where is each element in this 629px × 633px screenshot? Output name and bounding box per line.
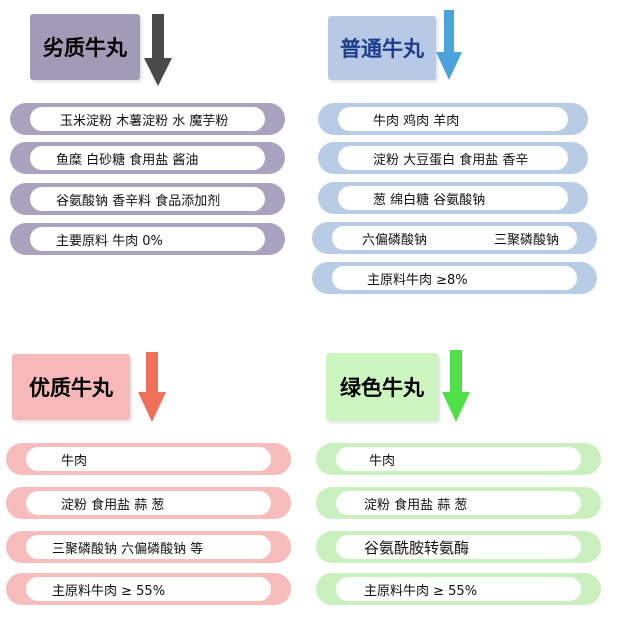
ingredient-pill: 谷氨酰胺转氨酶 bbox=[316, 531, 601, 563]
panel-title: 绿色牛丸 bbox=[340, 376, 424, 400]
ingredient-text: 主原料牛肉 ≥8% bbox=[367, 272, 468, 288]
ingredient-text: 淀粉 食用盐 蒜 葱 bbox=[364, 497, 468, 513]
ingredient-text: 六偏磷酸钠 bbox=[362, 232, 428, 248]
ingredient-text: 淀粉 大豆蛋白 食用盐 香辛 bbox=[373, 152, 529, 168]
ingredient-pill: 谷氨酸钠 香辛料 食品添加剂 bbox=[10, 183, 285, 215]
down-arrow-icon bbox=[138, 352, 166, 422]
ingredient-pill: 淀粉 大豆蛋白 食用盐 香辛 bbox=[318, 142, 588, 174]
ingredient-text: 主原料牛肉 ≥ 55% bbox=[364, 583, 478, 599]
panel-title-box: 普通牛丸 bbox=[328, 16, 436, 80]
ingredient-pill: 牛肉 bbox=[6, 443, 291, 475]
ingredient-pill: 主要原料 牛肉 0% bbox=[10, 223, 285, 255]
down-arrow-icon bbox=[144, 14, 172, 86]
panel-title: 优质牛丸 bbox=[29, 376, 113, 400]
ingredient-text: 玉米淀粉 木薯淀粉 水 魔芋粉 bbox=[60, 113, 229, 129]
ingredient-pill: 牛肉 bbox=[316, 443, 601, 475]
ingredient-pill: 玉米淀粉 木薯淀粉 水 魔芋粉 bbox=[10, 103, 285, 135]
ingredient-text: 谷氨酰胺转氨酶 bbox=[364, 538, 470, 557]
ingredient-pill: 六偏磷酸钠 三聚磷酸钠 bbox=[312, 222, 597, 254]
ingredient-text: 牛肉 bbox=[61, 453, 88, 469]
panel-title-box: 优质牛丸 bbox=[12, 354, 130, 420]
ingredient-text: 三聚磷酸钠 bbox=[494, 232, 560, 248]
ingredient-pill: 鱼糜 白砂糖 食用盐 酱油 bbox=[10, 142, 285, 174]
down-arrow-icon bbox=[442, 350, 470, 422]
ingredient-pill: 淀粉 食用盐 蒜 葱 bbox=[316, 487, 601, 519]
ingredient-text: 主原料牛肉 ≥ 55% bbox=[52, 583, 166, 599]
ingredient-text: 葱 绵白糖 谷氨酸钠 bbox=[373, 192, 486, 208]
panel-title: 劣质牛丸 bbox=[43, 36, 127, 60]
ingredient-text: 主要原料 牛肉 0% bbox=[56, 233, 163, 249]
ingredient-text: 谷氨酸钠 香辛料 食品添加剂 bbox=[56, 193, 221, 209]
ingredient-text: 牛肉 bbox=[369, 453, 396, 469]
ingredient-text: 三聚磷酸钠 六偏磷酸钠 等 bbox=[52, 541, 204, 557]
down-arrow-icon bbox=[436, 10, 462, 80]
ingredient-pill: 牛肉 鸡肉 羊肉 bbox=[318, 103, 588, 135]
ingredient-pill: 葱 绵白糖 谷氨酸钠 bbox=[318, 182, 588, 214]
panel-title: 普通牛丸 bbox=[340, 37, 424, 61]
ingredient-pill: 主原料牛肉 ≥ 55% bbox=[316, 573, 601, 605]
ingredient-pill: 淀粉 食用盐 蒜 葱 bbox=[6, 487, 291, 519]
panel-title-box: 劣质牛丸 bbox=[30, 14, 140, 80]
ingredient-text: 牛肉 鸡肉 羊肉 bbox=[373, 113, 460, 129]
ingredient-pill: 主原料牛肉 ≥ 55% bbox=[6, 573, 291, 605]
ingredient-pill: 主原料牛肉 ≥8% bbox=[312, 262, 597, 294]
ingredient-text: 淀粉 食用盐 蒜 葱 bbox=[61, 497, 165, 513]
ingredient-pill: 三聚磷酸钠 六偏磷酸钠 等 bbox=[6, 531, 291, 563]
panel-title-box: 绿色牛丸 bbox=[326, 353, 438, 421]
ingredient-text: 鱼糜 白砂糖 食用盐 酱油 bbox=[56, 152, 199, 168]
